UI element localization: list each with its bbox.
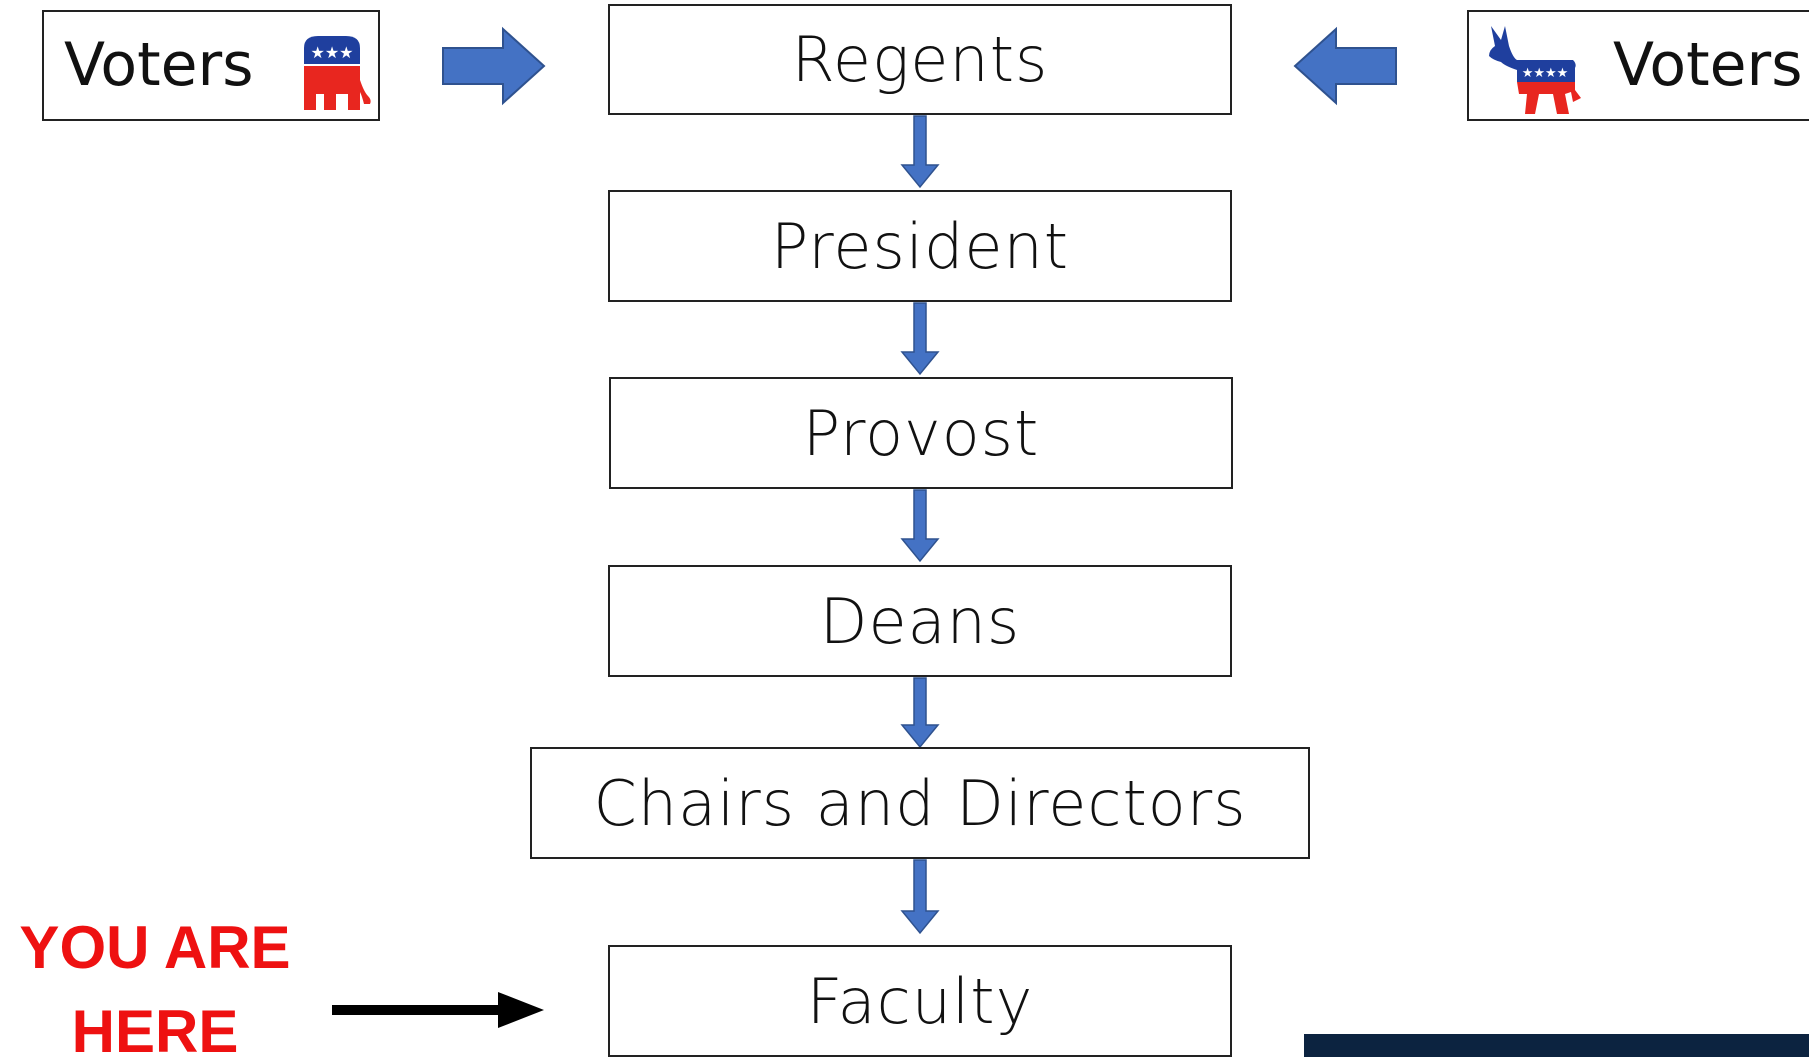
regents-box: Regents: [608, 4, 1232, 115]
voters-right-label: Voters: [1613, 30, 1803, 100]
you-are-here-label: YOU ARE HERE: [0, 906, 310, 1057]
arrow-president-to-provost: [900, 302, 940, 376]
arrow-right-voters-to-regents: [1293, 26, 1397, 106]
arrow-regents-to-president: [900, 115, 940, 189]
arrow-provost-to-deans: [900, 489, 940, 563]
you-are-here-arrow: [332, 992, 544, 1028]
you-are-here-line2: HERE: [71, 998, 239, 1057]
republican-elephant-icon: ★★★: [290, 34, 374, 129]
provost-box: Provost: [609, 377, 1233, 489]
svg-text:★★★: ★★★: [310, 43, 353, 62]
arrow-deans-to-chairs: [900, 677, 940, 749]
chairs-directors-box: Chairs and Directors: [530, 747, 1310, 859]
svg-text:★★★★: ★★★★: [1522, 66, 1569, 81]
arrow-left-voters-to-regents: [442, 26, 546, 106]
corner-navy-panel: [1304, 1034, 1809, 1057]
arrow-chairs-to-faculty: [900, 859, 940, 935]
voters-right-box: ★★★★ Voters: [1467, 10, 1809, 121]
voters-left-box: Voters ★★★: [42, 10, 380, 121]
voters-left-label: Voters: [64, 30, 254, 100]
democrat-donkey-icon: ★★★★: [1487, 24, 1583, 131]
faculty-box: Faculty: [608, 945, 1232, 1057]
you-are-here-line1: YOU ARE: [19, 914, 291, 981]
deans-box: Deans: [608, 565, 1232, 677]
president-box: President: [608, 190, 1232, 302]
